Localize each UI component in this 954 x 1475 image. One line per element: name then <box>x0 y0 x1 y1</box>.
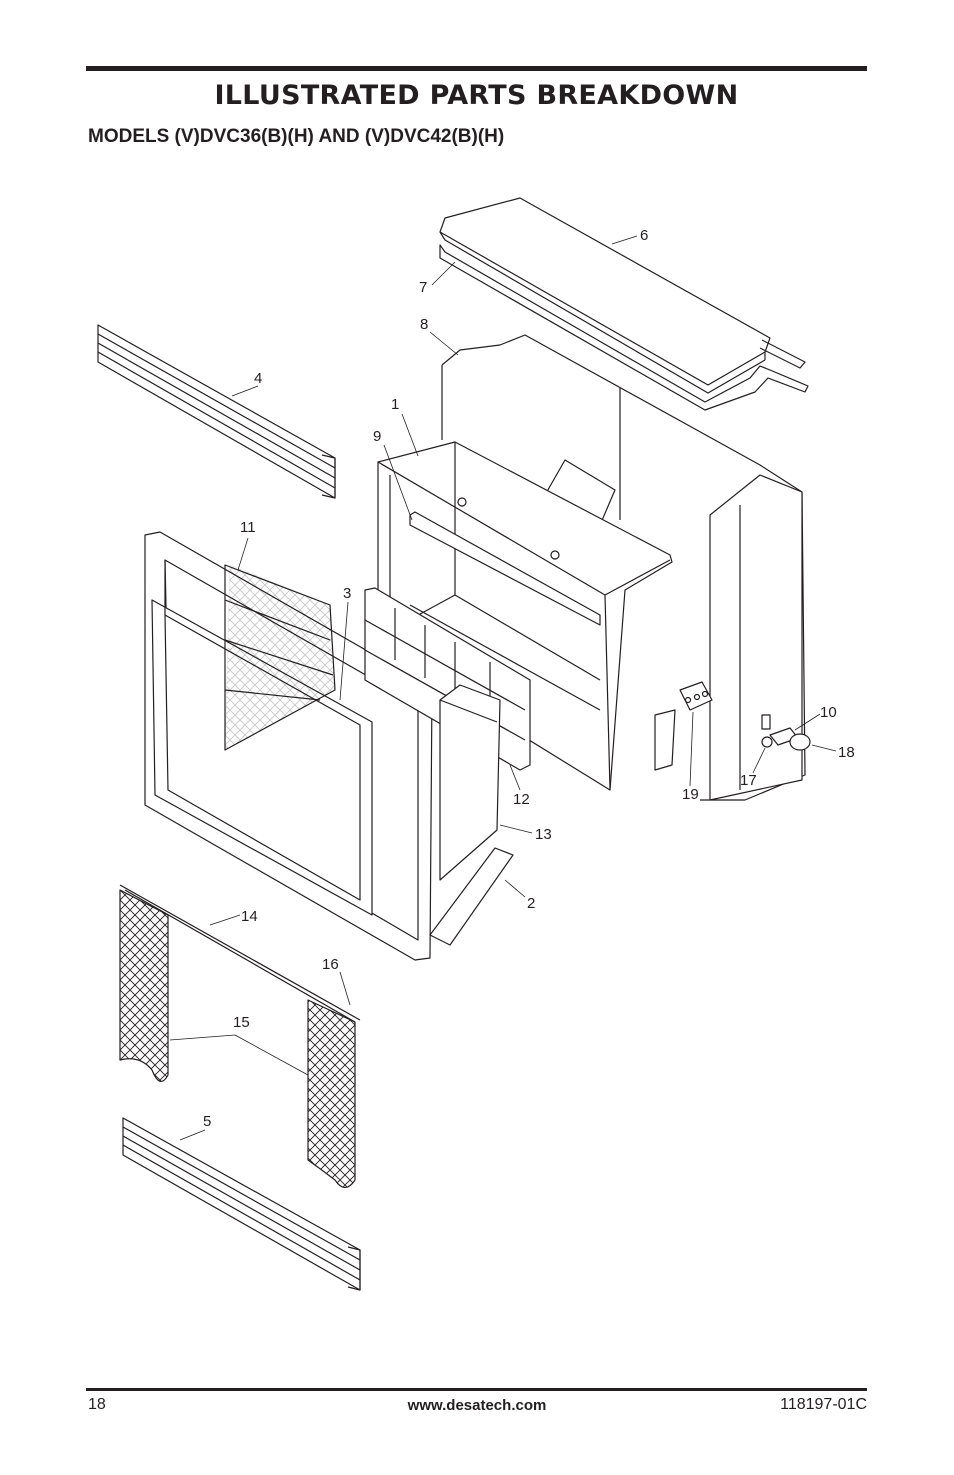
fan-switch-part <box>761 727 811 751</box>
base-pan-part <box>429 847 514 946</box>
callout-11: 11 <box>240 519 256 536</box>
callout-19: 19 <box>682 786 699 803</box>
callout-2: 2 <box>527 895 535 912</box>
top-louver-part <box>97 324 336 499</box>
top-panel-part <box>439 197 806 394</box>
page-subtitle: MODELS (V)DVC36(B)(H) AND (V)DVC42(B)(H) <box>88 126 505 147</box>
callout-6: 6 <box>640 227 648 244</box>
callout-7: 7 <box>419 279 427 296</box>
callout-10: 10 <box>820 704 837 721</box>
callout-14: 14 <box>241 908 258 925</box>
page-title: ILLUSTRATED PARTS BREAKDOWN <box>214 80 739 111</box>
callout-3: 3 <box>343 585 351 602</box>
header-rule <box>86 66 867 71</box>
front-frame-part <box>144 531 433 961</box>
bottom-louver-part <box>122 1117 361 1291</box>
side-liner-part <box>439 684 501 881</box>
callout-1: 1 <box>391 396 399 413</box>
callout-5: 5 <box>203 1113 211 1130</box>
callout-12: 12 <box>513 791 530 808</box>
website-link[interactable]: www.desatech.com <box>407 1397 547 1414</box>
callout-8: 8 <box>420 316 428 333</box>
callout-13: 13 <box>535 826 552 843</box>
mesh-screen-parts <box>119 889 356 1189</box>
callout-18: 18 <box>838 744 855 761</box>
document-number: 118197-01C <box>780 1396 867 1413</box>
callout-16: 16 <box>322 956 339 973</box>
footer-rule <box>86 1388 867 1391</box>
heat-shield-part <box>439 244 809 411</box>
brick-liner-back-part <box>224 564 336 751</box>
callout-9: 9 <box>373 428 381 445</box>
outer-casing-part <box>441 334 806 801</box>
callout-15: 15 <box>233 1014 250 1031</box>
callout-4: 4 <box>254 370 262 387</box>
junction-block-part <box>679 681 713 711</box>
page-number: 18 <box>88 1396 106 1413</box>
callout-17: 17 <box>740 772 757 789</box>
